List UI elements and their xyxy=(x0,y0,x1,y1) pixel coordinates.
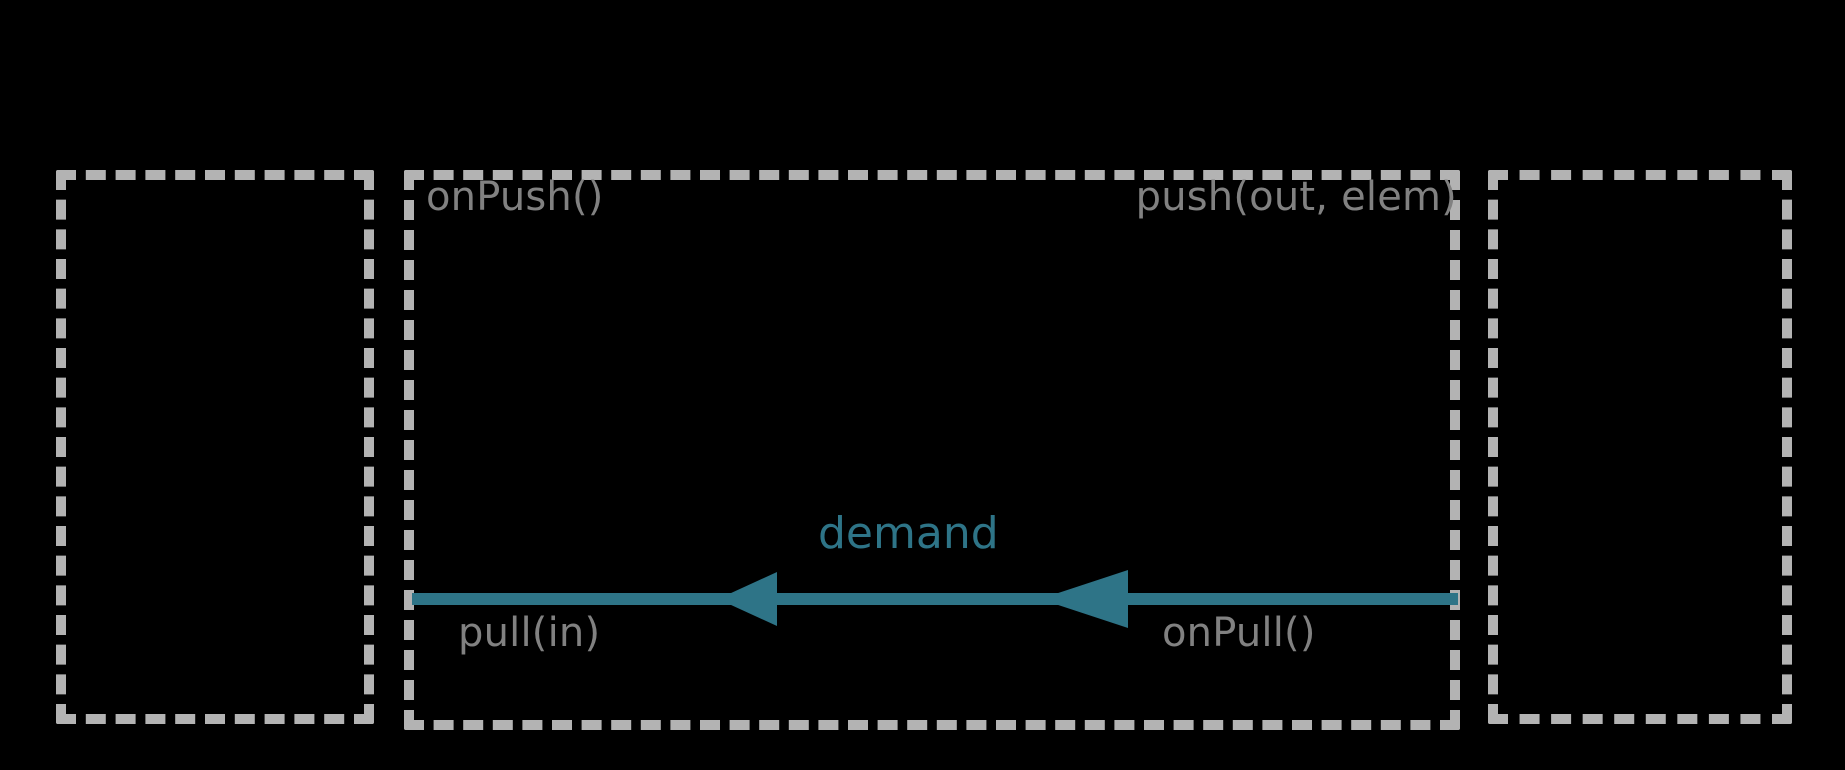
label-on-pull: onPull() xyxy=(1162,610,1316,656)
label-demand: demand xyxy=(818,508,999,559)
upstream-boundary-box xyxy=(56,170,374,724)
downstream-boundary-box xyxy=(1488,170,1792,724)
graph-stage-box xyxy=(404,170,1460,730)
label-pull-in: pull(in) xyxy=(458,610,601,656)
label-push-out-elem: push(out, elem) xyxy=(1135,174,1457,220)
label-on-push: onPush() xyxy=(426,174,604,220)
